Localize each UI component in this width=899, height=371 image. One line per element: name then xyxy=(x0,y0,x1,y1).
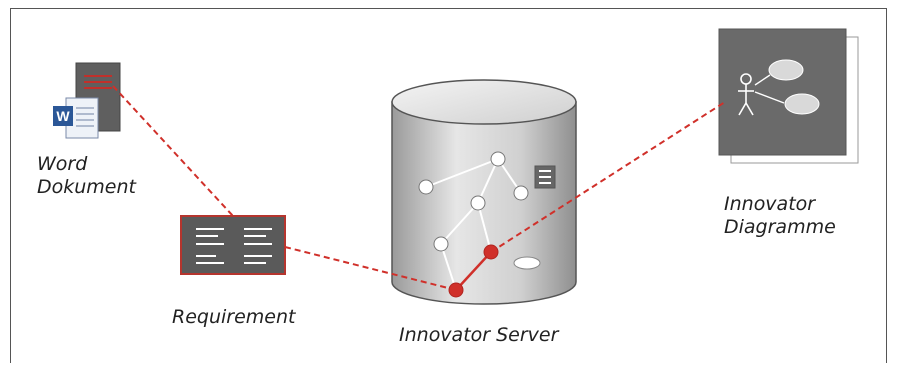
server-label: Innovator Server xyxy=(399,324,559,346)
word-label-line1: Word xyxy=(37,153,88,175)
diagram-label: Innovator Diagramme xyxy=(724,193,836,239)
dashed-links xyxy=(112,85,726,291)
requirement-label: Requirement xyxy=(172,306,296,328)
word-label-line2: Dokument xyxy=(37,176,136,198)
ellipse-element-icon xyxy=(513,256,541,270)
graph-node-icon xyxy=(433,236,449,252)
word-document-icon: W xyxy=(53,62,121,139)
graph-node-icon xyxy=(513,185,529,201)
graph-node-icon xyxy=(418,179,434,195)
diagram-label-line1: Innovator xyxy=(724,193,816,215)
graph-node-icon xyxy=(448,282,464,298)
svg-text:W: W xyxy=(56,108,70,124)
graph-node-icon xyxy=(490,151,506,167)
solid-link xyxy=(455,251,492,291)
graph-nodes xyxy=(418,151,529,298)
diagram-label-line2: Diagramme xyxy=(724,216,836,238)
graph-node-icon xyxy=(470,195,486,211)
graph-node-icon xyxy=(483,244,499,260)
diagram-frame xyxy=(10,8,887,363)
requirement-card-icon xyxy=(180,215,286,275)
uml-diagram-icon xyxy=(718,28,859,164)
word-document-label: Word Dokument xyxy=(37,153,136,199)
list-icon xyxy=(534,165,556,189)
